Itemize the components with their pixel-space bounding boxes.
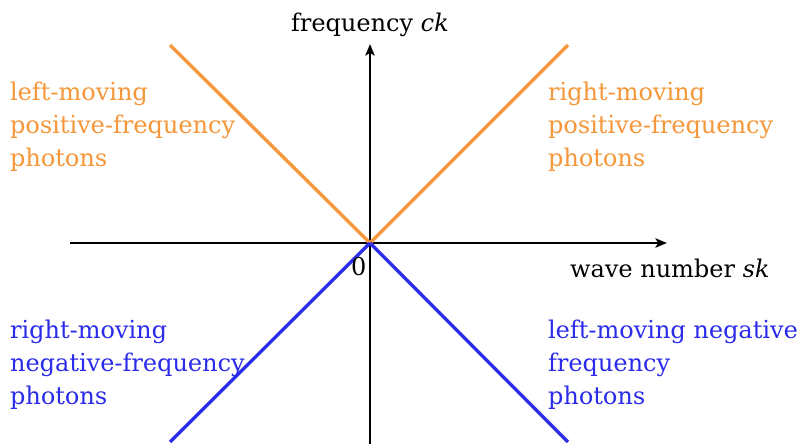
top-right-line-2: positive-frequency xyxy=(548,111,773,139)
top-right-label: right-moving positive-frequency photons xyxy=(548,78,781,172)
bottom-right-line-1: left-moving negative- xyxy=(548,316,797,344)
y-axis-label: frequency ck xyxy=(291,9,449,37)
positive-frequency-left-line xyxy=(168,43,372,245)
top-right-line-3: photons xyxy=(548,144,645,172)
bottom-left-label: right-moving negative-frequency photons xyxy=(10,316,252,410)
bottom-right-line-2: frequency xyxy=(548,349,670,377)
top-left-line-2: positive-frequency xyxy=(10,111,235,139)
bottom-right-line-3: photons xyxy=(548,382,645,410)
top-left-line-3: photons xyxy=(10,144,107,172)
top-right-line-1: right-moving xyxy=(548,78,705,106)
x-axis-label: wave number sk xyxy=(570,255,769,283)
bottom-left-line-1: right-moving xyxy=(10,316,167,344)
negative-frequency-right-line xyxy=(368,241,570,444)
top-left-label: left-moving positive-frequency photons xyxy=(10,78,243,172)
bottom-right-label: left-moving negative- frequency photons xyxy=(548,316,797,410)
origin-label: 0 xyxy=(351,253,366,281)
bottom-left-line-2: negative-frequency xyxy=(10,349,245,377)
positive-frequency-right-line xyxy=(368,43,570,245)
top-left-line-1: left-moving xyxy=(10,78,148,106)
negative-frequency-left-line xyxy=(168,241,372,444)
bottom-left-line-3: photons xyxy=(10,382,107,410)
